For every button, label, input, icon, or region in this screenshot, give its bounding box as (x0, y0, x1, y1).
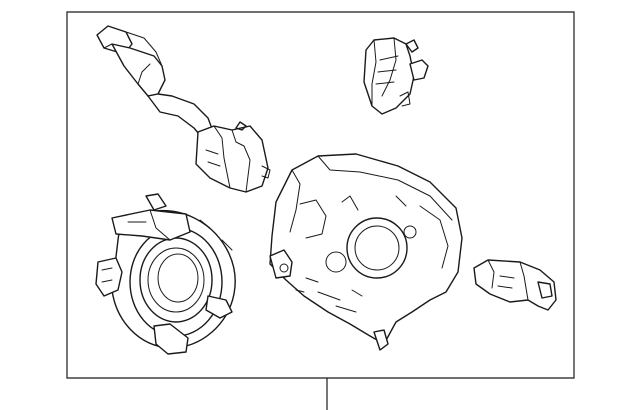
connector-block-icon (364, 38, 428, 114)
stalk-lever-icon (97, 26, 270, 192)
column-switch-housing-icon (270, 154, 462, 350)
diagram-frame (67, 12, 574, 410)
bracket-icon (474, 260, 556, 310)
spiral-cable-icon (96, 194, 235, 354)
